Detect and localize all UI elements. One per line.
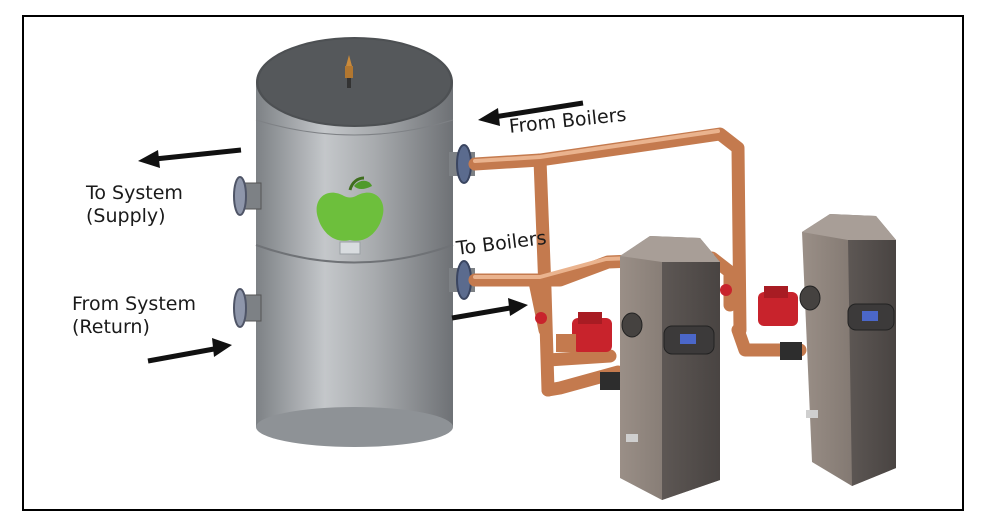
air-vent-icon [345,55,353,88]
label-from-system-line1: From System [72,293,196,315]
return-nozzle [233,288,262,328]
pump-2 [720,284,802,360]
pump-1 [535,312,622,390]
label-to-system: To System (Supply) [86,182,183,228]
label-to-system-line1: To System [86,182,183,204]
apple-logo-icon [316,176,384,255]
buffer-tank [233,37,475,447]
supply-nozzle [233,176,262,216]
arrow-icon [138,100,584,364]
boiler-1 [620,236,720,500]
label-to-system-line2: (Supply) [86,205,166,227]
to-boilers-nozzle [449,260,475,300]
boiler-2 [799,214,896,486]
label-from-system-line2: (Return) [72,316,150,338]
label-from-system: From System (Return) [72,293,196,339]
